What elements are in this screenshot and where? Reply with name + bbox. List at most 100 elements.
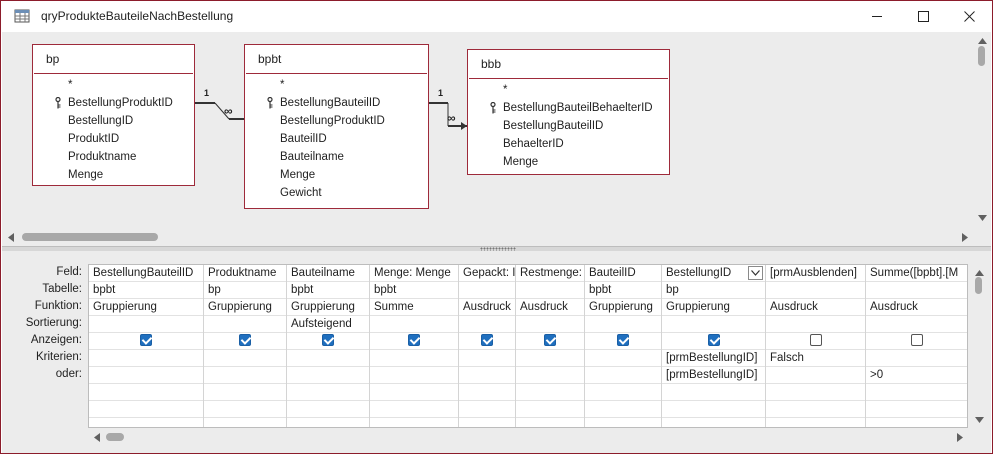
scroll-thumb[interactable] — [22, 233, 158, 241]
table-field[interactable]: BestellungBauteilID — [503, 120, 604, 132]
grid-cell-sort[interactable] — [204, 316, 286, 333]
show-checkbox[interactable] — [809, 333, 822, 346]
grid-cell-table[interactable]: bpbt — [287, 282, 369, 299]
grid-cell-field[interactable]: Menge: Menge — [370, 265, 458, 282]
table-field[interactable]: BauteilID — [280, 133, 327, 145]
grid-cell-field[interactable]: Bauteilname — [287, 265, 369, 282]
grid-cell-table[interactable]: bpbt — [89, 282, 203, 299]
grid-cell-criteria[interactable]: Falsch — [766, 350, 865, 367]
design-horizontal-scrollbar[interactable] — [2, 228, 972, 246]
table-field[interactable]: Menge — [68, 169, 104, 181]
table-field[interactable]: Menge — [280, 169, 316, 181]
grid-cell-sort[interactable]: Aufsteigend — [287, 316, 369, 333]
grid-cell-table[interactable]: bp — [204, 282, 286, 299]
grid-cell-criteria[interactable] — [204, 350, 286, 367]
grid-cell-table[interactable] — [516, 282, 584, 299]
grid-cell-table[interactable]: bpbt — [370, 282, 458, 299]
scroll-left-arrow-icon[interactable] — [5, 231, 17, 243]
show-checkbox[interactable] — [544, 333, 556, 346]
grid-column[interactable]: Gepackt: I Ausdruck — [459, 265, 516, 427]
grid-cell-function[interactable]: Gruppierung — [585, 299, 661, 316]
table-field[interactable]: * — [68, 79, 73, 91]
grid-cell-show[interactable] — [459, 333, 515, 350]
scroll-left-arrow-icon[interactable] — [91, 431, 103, 443]
grid-cell-or[interactable] — [204, 367, 286, 384]
grid-cell-sort[interactable] — [866, 316, 967, 333]
grid-cell-empty[interactable] — [516, 384, 584, 401]
grid-cell-empty[interactable] — [516, 401, 584, 418]
table-field[interactable]: * — [280, 79, 285, 91]
grid-cell-empty[interactable] — [662, 384, 765, 401]
grid-cell-function[interactable]: Summe — [370, 299, 458, 316]
grid-cell-criteria[interactable] — [287, 350, 369, 367]
grid-cell-field[interactable]: BauteilID — [585, 265, 661, 282]
scroll-down-arrow-icon[interactable] — [973, 414, 985, 426]
grid-cell-table[interactable] — [766, 282, 865, 299]
grid-cell-function[interactable]: Gruppierung — [204, 299, 286, 316]
table-field-key[interactable]: BestellungBauteilID — [245, 94, 428, 112]
scroll-up-arrow-icon[interactable] — [976, 35, 988, 47]
design-vertical-scrollbar[interactable] — [972, 32, 991, 246]
maximize-button[interactable] — [900, 1, 946, 32]
grid-cell-show[interactable] — [516, 333, 584, 350]
table-field[interactable]: Bauteilname — [280, 151, 344, 163]
grid-cell-criteria[interactable] — [585, 350, 661, 367]
grid-cell-table[interactable]: bpbt — [585, 282, 661, 299]
grid-cell-empty[interactable] — [585, 384, 661, 401]
grid-cell-show[interactable] — [585, 333, 661, 350]
scroll-thumb[interactable] — [975, 277, 982, 294]
grid-cell-function[interactable]: Ausdruck — [516, 299, 584, 316]
grid-cell-show[interactable] — [204, 333, 286, 350]
table-field[interactable]: Produktname — [68, 151, 137, 163]
grid-cell-show[interactable] — [89, 333, 203, 350]
grid-cell-function[interactable]: Gruppierung — [662, 299, 765, 316]
scroll-up-arrow-icon[interactable] — [973, 267, 985, 279]
grid-cell-empty[interactable] — [204, 384, 286, 401]
table-field[interactable]: Gewicht — [280, 187, 322, 199]
table-field-key[interactable]: BestellungBauteilBehaelterID — [468, 99, 669, 117]
grid-cell-show[interactable] — [766, 333, 865, 350]
table-bbb[interactable]: bbb * BestellungBauteilBehaelterID Beste… — [467, 49, 670, 175]
grid-cell-table[interactable]: bp — [662, 282, 765, 299]
scroll-thumb[interactable] — [978, 46, 985, 66]
scroll-right-arrow-icon[interactable] — [954, 431, 966, 443]
grid-cell-empty[interactable] — [89, 384, 203, 401]
grid-cell-criteria[interactable]: [prmBestellungID] — [662, 350, 765, 367]
grid-cell-or[interactable]: [prmBestellungID] — [662, 367, 765, 384]
grid-cell-empty[interactable] — [585, 401, 661, 418]
grid-cell-field[interactable]: Gepackt: I — [459, 265, 515, 282]
pane-splitter[interactable] — [2, 246, 991, 251]
grid-column[interactable]: Restmenge: Ausdruck — [516, 265, 585, 427]
grid-cell-sort[interactable] — [585, 316, 661, 333]
grid-cell-field[interactable]: Restmenge: — [516, 265, 584, 282]
grid-cell-empty[interactable] — [287, 401, 369, 418]
grid-cell-or[interactable] — [370, 367, 458, 384]
grid-cell-criteria[interactable] — [89, 350, 203, 367]
show-checkbox[interactable] — [481, 333, 493, 346]
grid-cell-function[interactable]: Ausdruck — [866, 299, 967, 316]
table-field[interactable]: ProduktID — [68, 133, 120, 145]
grid-cell-empty[interactable] — [866, 401, 967, 418]
splitter-grip-icon[interactable] — [480, 247, 516, 251]
grid-cell-function[interactable]: Ausdruck — [459, 299, 515, 316]
grid-cell-show[interactable] — [662, 333, 765, 350]
grid-cell-field[interactable]: Summe([bpbt].[M — [866, 265, 967, 282]
table-bpbt[interactable]: bpbt * BestellungBauteilID BestellungPro… — [244, 44, 429, 209]
table-bp[interactable]: bp * BestellungProduktID BestellungID Pr… — [32, 44, 195, 186]
grid-cell-or[interactable] — [459, 367, 515, 384]
table-field[interactable]: * — [503, 84, 508, 96]
show-checkbox[interactable] — [239, 333, 251, 346]
grid-cell-empty[interactable] — [662, 401, 765, 418]
table-field[interactable]: Menge — [503, 156, 539, 168]
table-field[interactable]: BestellungID — [68, 115, 134, 127]
grid-cell-field[interactable]: Produktname — [204, 265, 286, 282]
grid-cell-sort[interactable] — [459, 316, 515, 333]
show-checkbox[interactable] — [322, 333, 334, 346]
grid-cell-empty[interactable] — [766, 401, 865, 418]
